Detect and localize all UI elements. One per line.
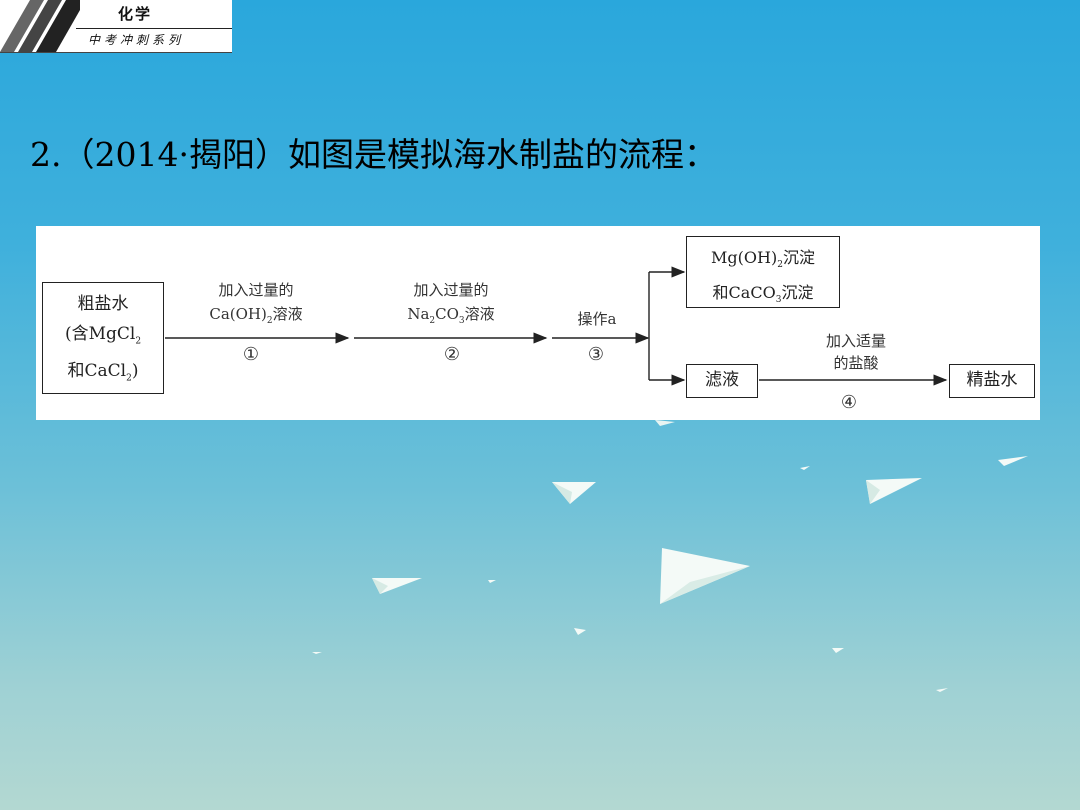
step3-label: 操作a xyxy=(577,310,617,328)
step3-number: ③ xyxy=(587,344,605,365)
question-text: 2.（2014·揭阳）如图是模拟海水制盐的流程： xyxy=(30,135,717,174)
paper-plane-1 xyxy=(552,482,596,504)
step4-label: 加入适量 的盐酸 xyxy=(825,332,886,372)
header-tab: 化学 中考冲刺系列 xyxy=(0,0,232,53)
step2-label: 加入过量的 Na2CO3溶液 xyxy=(407,281,495,326)
paper-plane-2 xyxy=(866,478,922,504)
step2-number: ② xyxy=(443,344,461,365)
paper-plane-3 xyxy=(372,578,422,594)
filtrate-box: 滤液 xyxy=(686,364,758,398)
step4-number: ④ xyxy=(840,392,858,413)
step1-label: 加入过量的 Ca(OH)2溶液 xyxy=(209,281,303,326)
stripes-decoration xyxy=(0,0,80,52)
header-divider xyxy=(76,28,232,29)
pure-brine-box: 精盐水 xyxy=(949,364,1035,398)
step1-number: ① xyxy=(242,344,260,365)
crude-brine-box: 粗盐水 (含MgCl2 和CaCl2) xyxy=(42,282,164,394)
crude-brine-title: 粗盐水 xyxy=(77,294,129,314)
precipitate-box: Mg(OH)2沉淀 和CaCO3沉淀 xyxy=(686,236,840,308)
crude-brine-line2: (含MgCl2 xyxy=(64,324,142,347)
subject-title: 化学 xyxy=(118,5,153,23)
series-title: 中考冲刺系列 xyxy=(88,33,185,47)
paper-plane-large xyxy=(660,548,750,604)
flow-diagram: 粗盐水 (含MgCl2 和CaCl2) 加入过量的 Ca(OH)2溶液 ① 加入… xyxy=(36,226,1040,420)
crude-brine-line3: 和CaCl2) xyxy=(67,361,139,384)
flow-arrows xyxy=(165,266,948,386)
